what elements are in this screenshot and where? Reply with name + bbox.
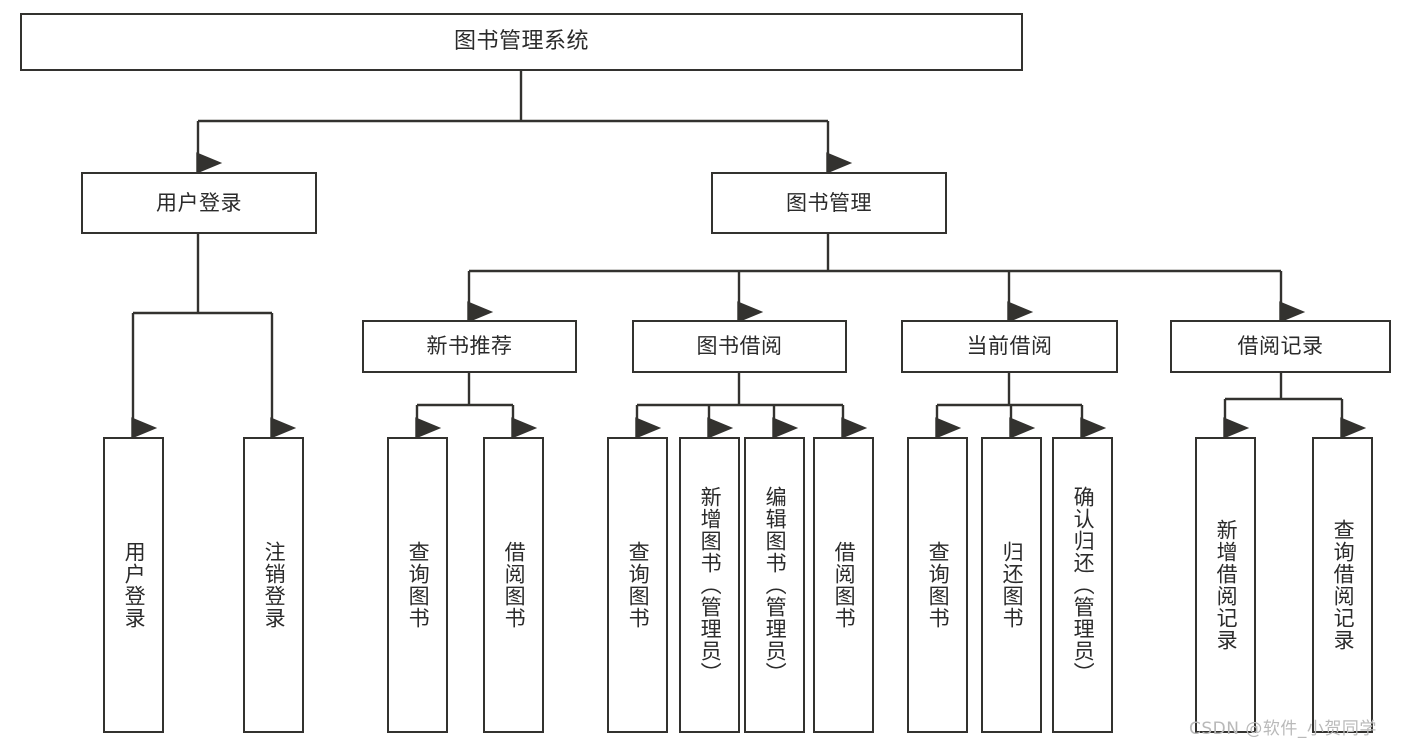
- leaf-query-book-borrow[interactable]: 查询图书: [607, 437, 668, 733]
- leaf-query-book-current[interactable]: 查询图书: [907, 437, 968, 733]
- node-label: 新增借阅记录: [1214, 519, 1239, 651]
- leaf-add-book-admin[interactable]: 新增图书（管理员）: [679, 437, 740, 733]
- node-label: 借阅图书: [502, 541, 527, 629]
- node-label: 确认归还（管理员）: [1071, 486, 1096, 684]
- node-label: 归还图书: [1000, 541, 1025, 629]
- node-label: 用户登录: [122, 541, 147, 629]
- node-label: 借阅记录: [1237, 334, 1324, 359]
- leaf-logout[interactable]: 注销登录: [243, 437, 304, 733]
- node-current-borrow[interactable]: 当前借阅: [901, 320, 1118, 373]
- node-label: 新增图书（管理员）: [698, 486, 723, 684]
- leaf-user-login[interactable]: 用户登录: [103, 437, 164, 733]
- node-label: 新书推荐: [426, 334, 513, 359]
- leaf-return-book[interactable]: 归还图书: [981, 437, 1042, 733]
- node-new-book-recommend[interactable]: 新书推荐: [362, 320, 577, 373]
- leaf-borrow-book-recommend[interactable]: 借阅图书: [483, 437, 544, 733]
- node-label: 图书管理系统: [453, 29, 589, 55]
- node-user-login[interactable]: 用户登录: [81, 172, 317, 234]
- csdn-watermark: CSDN @软件_小贺同学: [1189, 719, 1377, 739]
- node-label: 查询图书: [626, 541, 651, 629]
- leaf-borrow-book[interactable]: 借阅图书: [813, 437, 874, 733]
- node-label: 用户登录: [156, 190, 242, 215]
- node-label: 借阅图书: [832, 541, 857, 629]
- node-book-management[interactable]: 图书管理: [711, 172, 947, 234]
- node-label: 图书管理: [786, 190, 872, 215]
- node-borrow-record[interactable]: 借阅记录: [1170, 320, 1391, 373]
- node-label: 当前借阅: [966, 334, 1053, 359]
- leaf-query-book-recommend[interactable]: 查询图书: [387, 437, 448, 733]
- node-label: 图书借阅: [696, 334, 783, 359]
- leaf-edit-book-admin[interactable]: 编辑图书（管理员）: [744, 437, 805, 733]
- node-label: 查询图书: [926, 541, 951, 629]
- node-label: 查询借阅记录: [1331, 519, 1356, 651]
- node-root-system[interactable]: 图书管理系统: [20, 13, 1023, 71]
- node-label: 查询图书: [406, 541, 431, 629]
- node-label: 注销登录: [262, 541, 287, 629]
- node-book-borrow[interactable]: 图书借阅: [632, 320, 847, 373]
- leaf-add-borrow-record[interactable]: 新增借阅记录: [1195, 437, 1256, 733]
- node-label: 编辑图书（管理员）: [763, 486, 788, 684]
- leaf-confirm-return-admin[interactable]: 确认归还（管理员）: [1052, 437, 1113, 733]
- leaf-query-borrow-record[interactable]: 查询借阅记录: [1312, 437, 1373, 733]
